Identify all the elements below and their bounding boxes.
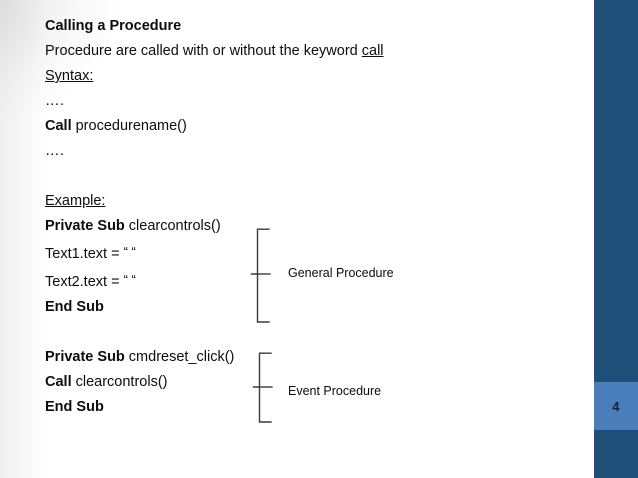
general-proc-line-1: Private Sub clearcontrols(): [45, 214, 575, 239]
event-proc-call-keyword: Call: [45, 374, 72, 390]
syntax-heading: Syntax:: [45, 64, 575, 89]
text1-assignment: Text1.text =: [45, 246, 124, 262]
general-proc-line-2: Text1.text = “ “: [45, 239, 575, 267]
event-procedure-label: Event Procedure: [288, 384, 382, 398]
intro-keyword: call: [361, 43, 384, 59]
page-number: 4: [612, 398, 620, 414]
example-heading-text: Example:: [45, 193, 106, 209]
blank-line-1: [45, 164, 575, 189]
general-proc-line-4: End Sub: [45, 299, 104, 315]
event-proc-line-2: Call clearcontrols(): [45, 370, 575, 395]
syntax-heading-text: Syntax:: [45, 68, 94, 84]
blank-line-2: [45, 320, 575, 345]
left-edge-gradient-decoration: [0, 0, 46, 478]
text1-empty-string: “ “: [123, 244, 136, 259]
syntax-call-rest: procedurename(): [71, 118, 187, 134]
page-number-background: [594, 382, 638, 430]
syntax-ellipsis-bottom: ….: [45, 143, 65, 159]
general-proc-line-3: Text2.text = “ “: [45, 267, 575, 295]
intro-text: Procedure are called with or without the…: [45, 43, 362, 59]
general-proc-keyword: Private Sub: [45, 218, 125, 234]
event-proc-name: cmdreset_click(): [124, 349, 235, 365]
general-procedure-brace: [250, 228, 271, 323]
text2-assignment: Text2.text =: [45, 274, 124, 290]
slide-title: Calling a Procedure: [45, 18, 182, 34]
example-heading: Example:: [45, 189, 575, 214]
syntax-ellipsis-top: ….: [45, 93, 65, 109]
event-procedure-brace: [252, 352, 273, 423]
general-procedure-label: General Procedure: [288, 266, 394, 280]
slide-body: Calling a Procedure Procedure are called…: [45, 14, 575, 420]
text2-empty-string: “ “: [123, 272, 136, 287]
syntax-call-keyword: Call: [45, 118, 72, 134]
syntax-call-line: Call procedurename(): [45, 114, 575, 139]
event-proc-line-3: End Sub: [45, 399, 104, 415]
event-proc-keyword: Private Sub: [45, 349, 125, 365]
event-proc-line-1: Private Sub cmdreset_click(): [45, 345, 575, 370]
event-proc-call-target: clearcontrols(): [71, 374, 168, 390]
general-proc-name: clearcontrols(): [124, 218, 221, 234]
intro-line: Procedure are called with or without the…: [45, 39, 575, 64]
